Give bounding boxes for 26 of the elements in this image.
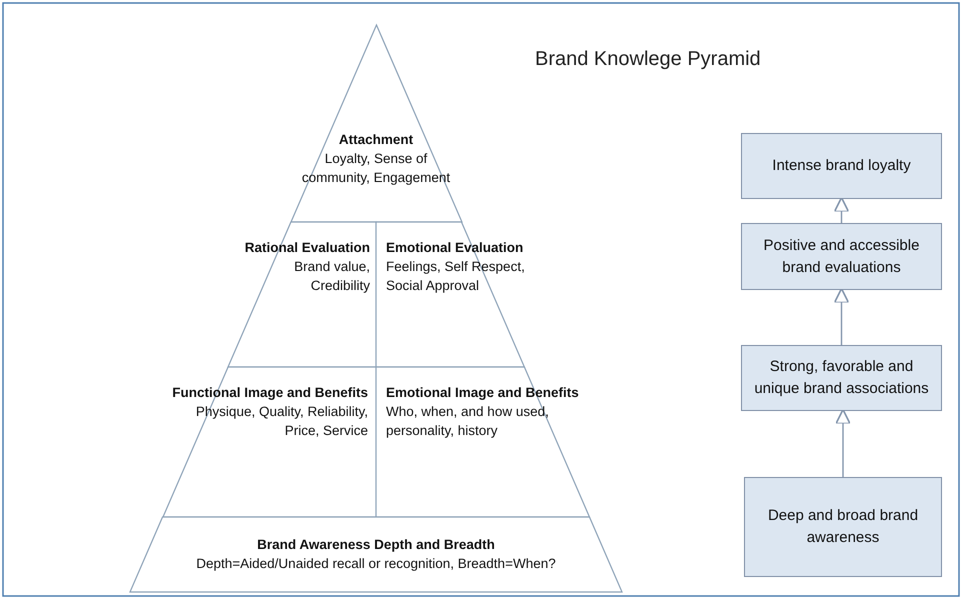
- section-heading: Functional Image and Benefits: [171, 384, 368, 402]
- section-text: Who, when, and how used, personality, history: [386, 403, 550, 440]
- section-heading: Emotional Image and Benefits: [386, 384, 580, 402]
- section-text: Feelings, Self Respect, Social Approval: [386, 258, 526, 295]
- section-text: Loyalty, Sense of community, Engagement: [300, 150, 452, 187]
- section-text: Brand value, Credibility: [293, 258, 370, 295]
- arrow: [835, 408, 851, 477]
- pyramid-section: [228, 222, 376, 367]
- stage-box: Intense brand loyalty: [741, 133, 942, 199]
- stage-box: Deep and broad brand awareness: [744, 477, 942, 577]
- pyramid-section: [376, 222, 524, 367]
- section-heading: Attachment: [338, 131, 414, 149]
- pyramid-section: [376, 367, 590, 517]
- pyramid-apex-section: [290, 25, 462, 222]
- pyramid-base-section: [130, 517, 622, 592]
- section-text: Physique, Quality, Reliability, Price, Service: [194, 403, 368, 440]
- section-text: Depth=Aided/Unaided recall or recognition, Breadth=When?: [195, 555, 557, 573]
- stage-box: Strong, favorable and unique brand associations: [741, 345, 942, 411]
- pyramid-section: [162, 367, 376, 517]
- arrow: [834, 288, 850, 345]
- section-heading: Brand Awareness Depth and Breadth: [256, 536, 496, 554]
- section-heading: Rational Evaluation: [244, 239, 370, 257]
- arrow: [834, 196, 850, 223]
- diagram-title: Brand Knowlege Pyramid: [535, 48, 761, 71]
- stage-box: Positive and accessible brand evaluations: [741, 223, 942, 290]
- section-heading: Emotional Evaluation: [386, 239, 524, 257]
